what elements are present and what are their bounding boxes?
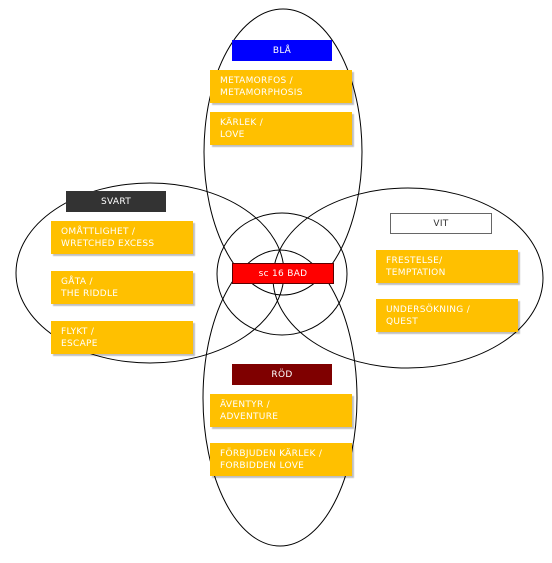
left-item-wretched-excess: OMÅTTLIGHET / WRETCHED EXCESS [51, 221, 193, 254]
bottom-item-forbidden-love: FÖRBJUDEN KÄRLEK / FORBIDDEN LOVE [210, 443, 352, 476]
left-item-escape: FLYKT / ESCAPE [51, 321, 193, 354]
top-item-metamorphosis: METAMORFOS / METAMORPHOSIS [210, 70, 352, 103]
ellipse-top [203, 8, 363, 296]
bottom-item-adventure: ÄVENTYR / ADVENTURE [210, 394, 352, 427]
left-group-title: SVART [66, 191, 166, 212]
center-label: sc 16 BAD [232, 263, 334, 284]
ellipse-center [216, 212, 348, 336]
right-group-title: VIT [390, 213, 492, 234]
right-item-quest: UNDERSÖKNING / QUEST [376, 299, 518, 332]
left-item-the-riddle: GÅTA / THE RIDDLE [51, 271, 193, 304]
top-group-title: BLÅ [232, 40, 332, 61]
bottom-group-title: RÖD [232, 364, 332, 385]
top-item-love: KÄRLEK / LOVE [210, 112, 352, 145]
right-item-temptation: FRESTELSE/ TEMPTATION [376, 250, 518, 283]
